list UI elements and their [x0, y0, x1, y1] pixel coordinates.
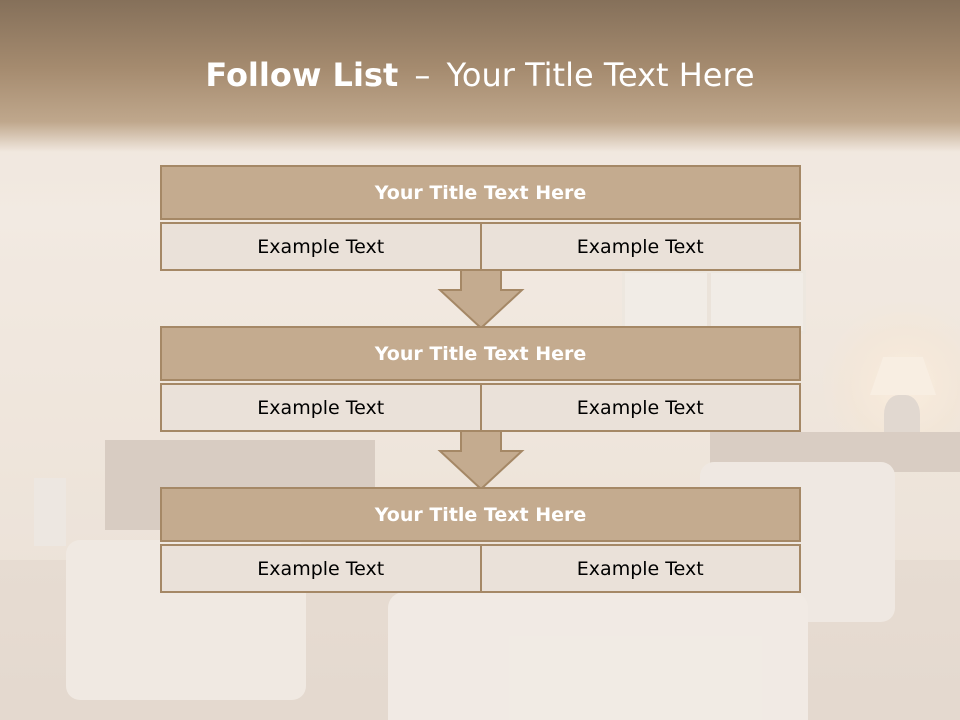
block-cell-left: Example Text — [160, 222, 482, 271]
block-row: Example Text Example Text — [160, 544, 801, 593]
down-arrow-icon — [437, 270, 525, 330]
list-block-2: Your Title Text Here Example Text Exampl… — [160, 326, 801, 432]
sofa-main — [388, 592, 808, 720]
block-title: Your Title Text Here — [160, 326, 801, 381]
header-band — [0, 0, 960, 152]
slide-title: Follow List – Your Title Text Here — [0, 56, 960, 94]
title-separator: – — [414, 56, 431, 94]
title-bold: Follow List — [205, 56, 399, 94]
block-cell-left: Example Text — [160, 544, 482, 593]
block-row: Example Text Example Text — [160, 383, 801, 432]
lamp-shade — [870, 357, 936, 395]
block-cell-right: Example Text — [481, 383, 801, 432]
block-cell-left: Example Text — [160, 383, 482, 432]
title-rest: Your Title Text Here — [446, 56, 755, 94]
list-block-1: Your Title Text Here Example Text Exampl… — [160, 165, 801, 271]
block-cell-right: Example Text — [481, 544, 801, 593]
block-row: Example Text Example Text — [160, 222, 801, 271]
down-arrow-icon — [437, 431, 525, 491]
plant-pot — [34, 478, 66, 546]
block-cell-right: Example Text — [481, 222, 801, 271]
list-block-3: Your Title Text Here Example Text Exampl… — [160, 487, 801, 593]
window — [622, 270, 806, 334]
block-title: Your Title Text Here — [160, 487, 801, 542]
block-title: Your Title Text Here — [160, 165, 801, 220]
